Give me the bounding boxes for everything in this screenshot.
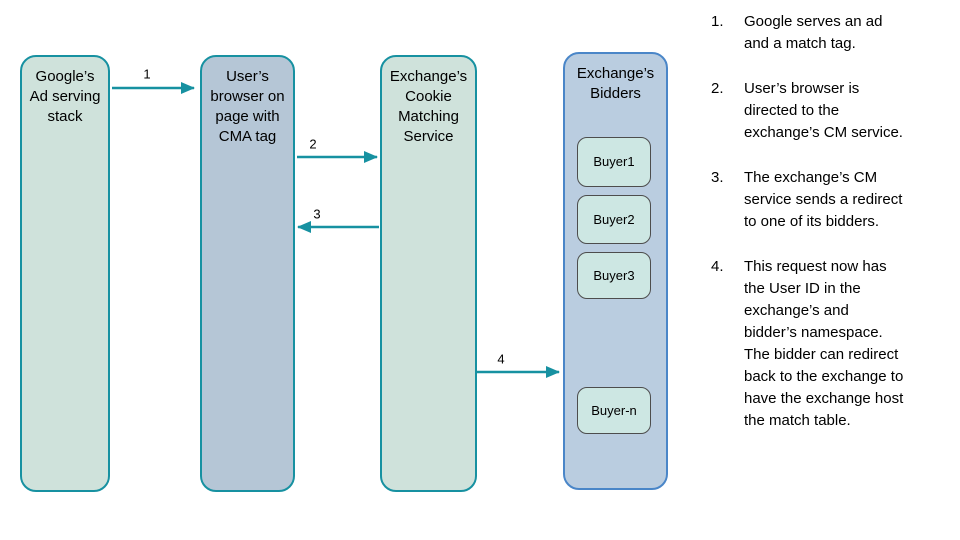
step-3-number: 3. [711,169,724,186]
step-2-number: 2. [711,80,724,97]
list-item: 3. The exchange’s CM service sends a red… [711,167,951,233]
list-item: 2. User’s browser is directed to the exc… [711,78,951,144]
node-google-ad-serving-stack: Google’s Ad serving stack [20,55,110,492]
node-cookie-matching-service: Exchange’s Cookie Matching Service [380,55,477,492]
buyer-1-label: Buyer1 [593,154,635,169]
arrow-label-2: 2 [309,136,317,152]
arrow-label-4: 4 [497,351,505,367]
step-4-text: This request now has the User ID in the … [744,258,904,429]
list-item: 4. This request now has the User ID in t… [711,256,951,432]
list-item: 1. Google serves an ad and a match tag. [711,11,951,55]
node-users-browser: User’s browser on page with CMA tag [200,55,295,492]
buyer-n-label: Buyer-n [591,402,637,418]
step-description-list: 1. Google serves an ad and a match tag. … [711,11,951,455]
node-exchanges-bidders: Exchange’s Bidders Buyer1 Buyer2 Buyer3 … [563,52,668,490]
step-4-number: 4. [711,258,724,275]
buyer-2-box: Buyer2 [577,195,651,244]
step-1-number: 1. [711,13,724,30]
node-browser-label: User’s browser on page with CMA tag [210,68,285,145]
buyer-2-label: Buyer2 [593,211,635,227]
buyer-3-box: Buyer3 [577,252,651,299]
arrow-label-3: 3 [313,206,321,222]
arrow-label-1: 1 [143,66,151,82]
node-bidders-label: Exchange’s Bidders [576,65,655,102]
step-2-text: User’s browser is directed to the exchan… [744,80,903,141]
node-google-label: Google’s Ad serving stack [29,68,101,125]
step-3-text: The exchange’s CM service sends a redire… [744,169,903,230]
buyer-n-box: Buyer-n [577,387,651,434]
node-cm-label: Exchange’s Cookie Matching Service [389,68,468,145]
step-1-text: Google serves an ad and a match tag. [744,13,883,52]
buyer-3-label: Buyer3 [593,267,635,283]
buyer-1-box: Buyer1 [577,137,651,187]
